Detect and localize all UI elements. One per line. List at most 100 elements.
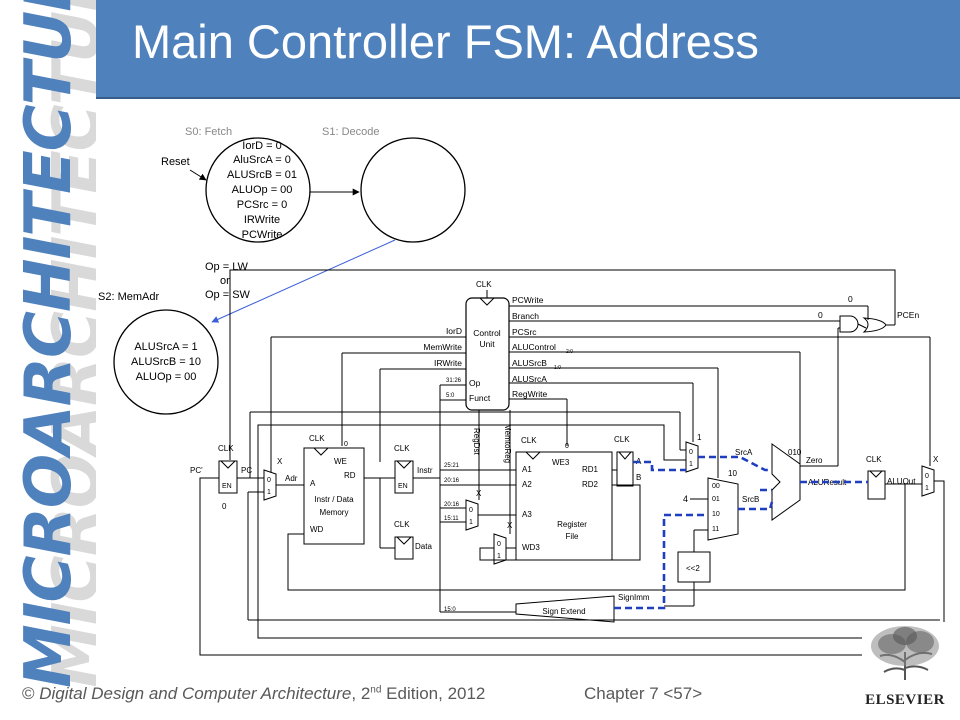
pcen-label: PCEn (897, 310, 919, 320)
svg-text:0: 0 (848, 294, 853, 304)
svg-text:ALUSrcB = 01: ALUSrcB = 01 (227, 169, 297, 181)
svg-text:EN: EN (398, 483, 408, 490)
svg-text:ALUControl: ALUControl (512, 342, 556, 352)
svg-text:WD: WD (310, 525, 324, 534)
svg-text:10: 10 (712, 511, 720, 518)
transition-condition: Op = LW or Op = SW (205, 261, 251, 301)
svg-text:ALUSrcA = 1: ALUSrcA = 1 (134, 341, 197, 353)
svg-text:10: 10 (728, 469, 737, 478)
svg-text:CLK: CLK (476, 280, 492, 289)
aluout-feedback (257, 424, 945, 639)
svg-text:PCSrc: PCSrc (512, 327, 537, 337)
svg-text:CLK: CLK (614, 435, 630, 444)
svg-text:PCWrite: PCWrite (512, 295, 544, 305)
publisher-name: ELSEVIER (865, 692, 945, 708)
reset-label: Reset (161, 156, 190, 168)
elsevier-logo-icon (862, 622, 948, 680)
svg-text:File: File (566, 532, 579, 541)
state-s0 (205, 137, 311, 243)
svg-text:Op = SW: Op = SW (205, 289, 251, 301)
ab-registers (616, 451, 634, 487)
state-s2 (113, 309, 219, 415)
svg-text:Data: Data (415, 542, 432, 551)
svg-text:20:16: 20:16 (444, 502, 460, 508)
svg-text:Op: Op (469, 378, 481, 388)
svg-text:Register: Register (557, 520, 587, 529)
svg-text:Unit: Unit (479, 339, 495, 349)
s1-label: S1: Decode (322, 126, 379, 138)
svg-text:or: or (220, 275, 230, 287)
svg-text:11: 11 (712, 526, 719, 533)
vertical-signal-labels: RegDst MemtoReg (472, 424, 512, 463)
svg-text:1: 1 (267, 489, 271, 496)
svg-text:Memory: Memory (320, 508, 349, 517)
s0-outputs: IorD = 0 AluSrcA = 0 ALUSrcB = 01 ALUOp … (227, 140, 297, 241)
svg-text:PCSrc = 0: PCSrc = 0 (237, 199, 287, 211)
svg-text:MemtoReg: MemtoReg (503, 424, 512, 463)
svg-text:Zero: Zero (806, 456, 823, 465)
svg-text:Instr / Data: Instr / Data (314, 495, 354, 504)
svg-text:0: 0 (818, 310, 823, 320)
svg-text:<<2: <<2 (686, 564, 700, 573)
svg-text:WE: WE (334, 457, 347, 466)
svg-text:Funct: Funct (469, 393, 491, 403)
svg-text:0: 0 (689, 449, 693, 456)
svg-text:Control: Control (473, 328, 501, 338)
svg-text:0: 0 (222, 502, 227, 511)
svg-text:25:21: 25:21 (444, 463, 460, 469)
highlighted-path (614, 455, 868, 610)
svg-text:ALUOp = 00: ALUOp = 00 (232, 184, 293, 196)
svg-text:IorD: IorD (446, 326, 462, 336)
svg-text:Instr: Instr (417, 466, 433, 475)
control-left-outputs: IorD MemWrite IRWrite (423, 326, 462, 368)
pcen-wire (229, 269, 896, 460)
svg-text:1: 1 (697, 433, 702, 442)
adr-mux (263, 469, 277, 501)
fsm: S0: Fetch S1: Decode Reset IorD = 0 AluS… (98, 126, 466, 415)
svg-text:EN: EN (222, 483, 232, 490)
svg-text:0: 0 (267, 477, 271, 484)
svg-text:IRWrite: IRWrite (434, 358, 462, 368)
svg-text:ALUOp = 00: ALUOp = 00 (136, 371, 197, 383)
svg-text:WD3: WD3 (522, 543, 540, 552)
svg-text:010: 010 (788, 448, 802, 457)
control-clk (479, 297, 495, 306)
s2-label: S2: MemAdr (98, 291, 159, 303)
pc-feedback (199, 477, 945, 656)
svg-text:15:0: 15:0 (444, 607, 456, 613)
state-s1 (360, 137, 466, 243)
svg-text:CLK: CLK (866, 455, 882, 464)
svg-text:RegDst: RegDst (472, 428, 481, 455)
instr-data-memory (303, 447, 365, 545)
svg-text:5:0: 5:0 (446, 393, 455, 399)
s2-outputs: ALUSrcA = 1 ALUSrcB = 10 ALUOp = 00 (131, 341, 201, 383)
svg-text:Branch: Branch (512, 311, 539, 321)
svg-text:4: 4 (683, 494, 688, 504)
srca-mux (685, 441, 699, 473)
svg-text:RD2: RD2 (582, 480, 599, 489)
footer-chapter: Chapter 7 <57> (584, 684, 703, 703)
svg-text:CLK: CLK (521, 436, 537, 445)
aluout-register (867, 470, 886, 500)
svg-text:RD1: RD1 (582, 465, 599, 474)
srcb-mux (707, 477, 739, 541)
svg-text:IorD = 0: IorD = 0 (242, 140, 281, 152)
s0-label: S0: Fetch (185, 126, 232, 138)
svg-text:31:26: 31:26 (446, 378, 462, 384)
svg-text:WE3: WE3 (552, 458, 570, 467)
svg-text:AluSrcA = 0: AluSrcA = 0 (233, 154, 291, 166)
svg-text:IRWrite: IRWrite (244, 214, 280, 226)
svg-text:0: 0 (469, 507, 473, 514)
svg-text:ALUOut: ALUOut (887, 477, 916, 486)
svg-text:1: 1 (925, 485, 929, 492)
svg-text:X: X (476, 489, 482, 498)
svg-text:0: 0 (497, 541, 501, 548)
svg-text:PC': PC' (190, 466, 203, 475)
s1-s2-arrow (211, 239, 396, 323)
svg-text:CLK: CLK (394, 520, 410, 529)
footer-copyright: © Digital Design and Computer Architectu… (22, 684, 486, 703)
svg-text:1: 1 (689, 461, 693, 468)
svg-text:Adr: Adr (285, 474, 298, 483)
svg-text:ALUSrcB: ALUSrcB (512, 358, 547, 368)
svg-text:1: 1 (497, 553, 501, 560)
